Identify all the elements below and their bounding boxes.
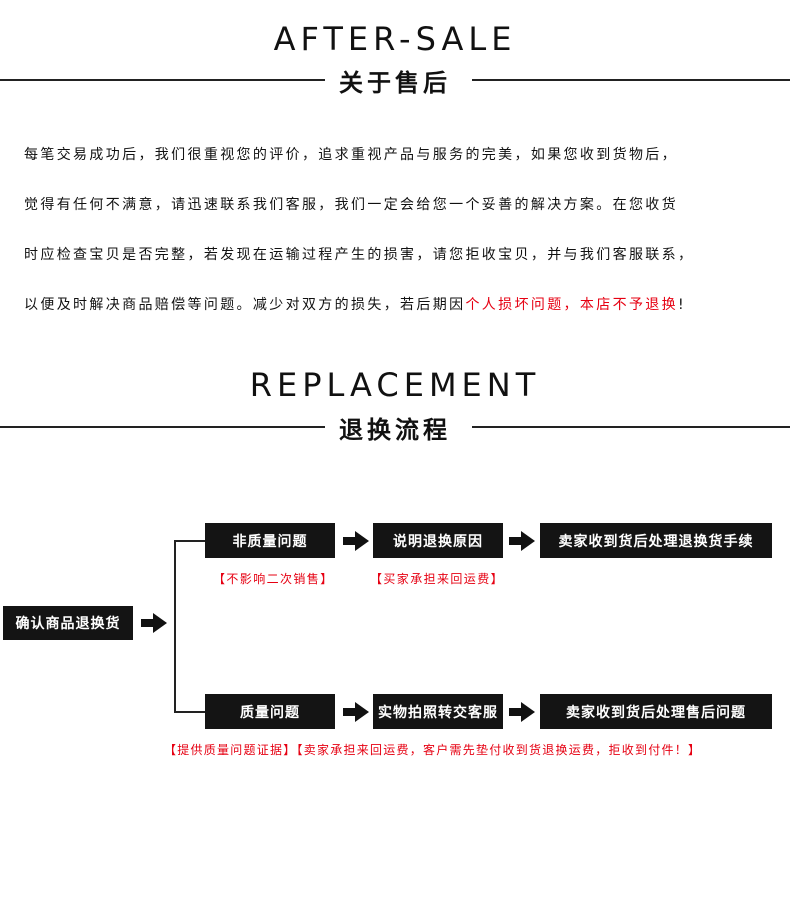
right-arrow-icon — [509, 531, 535, 551]
divider-right — [472, 79, 790, 81]
branch-connector — [174, 540, 176, 712]
paragraph-line: 每笔交易成功后，我们很重视您的评价，追求重视产品与服务的完美，如果您收到货物后， — [24, 147, 678, 163]
paragraph-text: 以便及时解决商品赔偿等问题。减少对双方的损失，若后期因 — [24, 297, 466, 313]
branch-connector-top — [174, 540, 206, 542]
note-buyer-pays-shipping: 【买家承担来回运费】 — [370, 572, 505, 586]
branch-connector-bottom — [174, 711, 206, 713]
step-non-quality-issue: 非质量问题 — [205, 523, 335, 558]
paragraph-end-mark: ! — [678, 297, 686, 313]
paragraph-line: 时应检查宝贝是否完整，若发现在运输过程产生的损害，请您拒收宝贝，并与我们客服联系… — [24, 247, 695, 263]
right-arrow-icon — [141, 613, 167, 633]
step-quality-issue: 质量问题 — [205, 694, 335, 729]
right-arrow-icon — [343, 702, 369, 722]
right-arrow-icon — [343, 531, 369, 551]
no-return-warning: 个人损坏问题，本店不予退换 — [465, 297, 679, 313]
divider-right — [472, 426, 790, 428]
divider-left — [0, 79, 325, 81]
step-seller-process-return: 卖家收到货后处理退换货手续 — [540, 523, 772, 558]
after-sale-title-en: AFTER-SALE — [273, 20, 517, 58]
note-no-resale-impact: 【不影响二次销售】 — [213, 572, 334, 586]
step-explain-reason: 说明退换原因 — [373, 523, 503, 558]
divider-left — [0, 426, 325, 428]
after-sale-title-cn: 关于售后 — [339, 69, 451, 97]
paragraph-line-last: 以便及时解决商品赔偿等问题。减少对双方的损失，若后期因个人损坏问题，本店不予退换… — [24, 296, 784, 314]
note-quality-evidence: 【提供质量问题证据】【卖家承担来回运费，客户需先垫付收到货退换运费，拒收到付件！… — [164, 743, 702, 757]
start-box-confirm-return: 确认商品退换货 — [3, 606, 133, 640]
replacement-title-cn: 退换流程 — [339, 416, 451, 444]
step-seller-after-sale: 卖家收到货后处理售后问题 — [540, 694, 772, 729]
step-photo-to-service: 实物拍照转交客服 — [373, 694, 503, 729]
paragraph-line: 觉得有任何不满意，请迅速联系我们客服，我们一定会给您一个妥善的解决方案。在您收货 — [24, 197, 678, 213]
right-arrow-icon — [509, 702, 535, 722]
replacement-title-en: REPLACEMENT — [249, 366, 541, 404]
